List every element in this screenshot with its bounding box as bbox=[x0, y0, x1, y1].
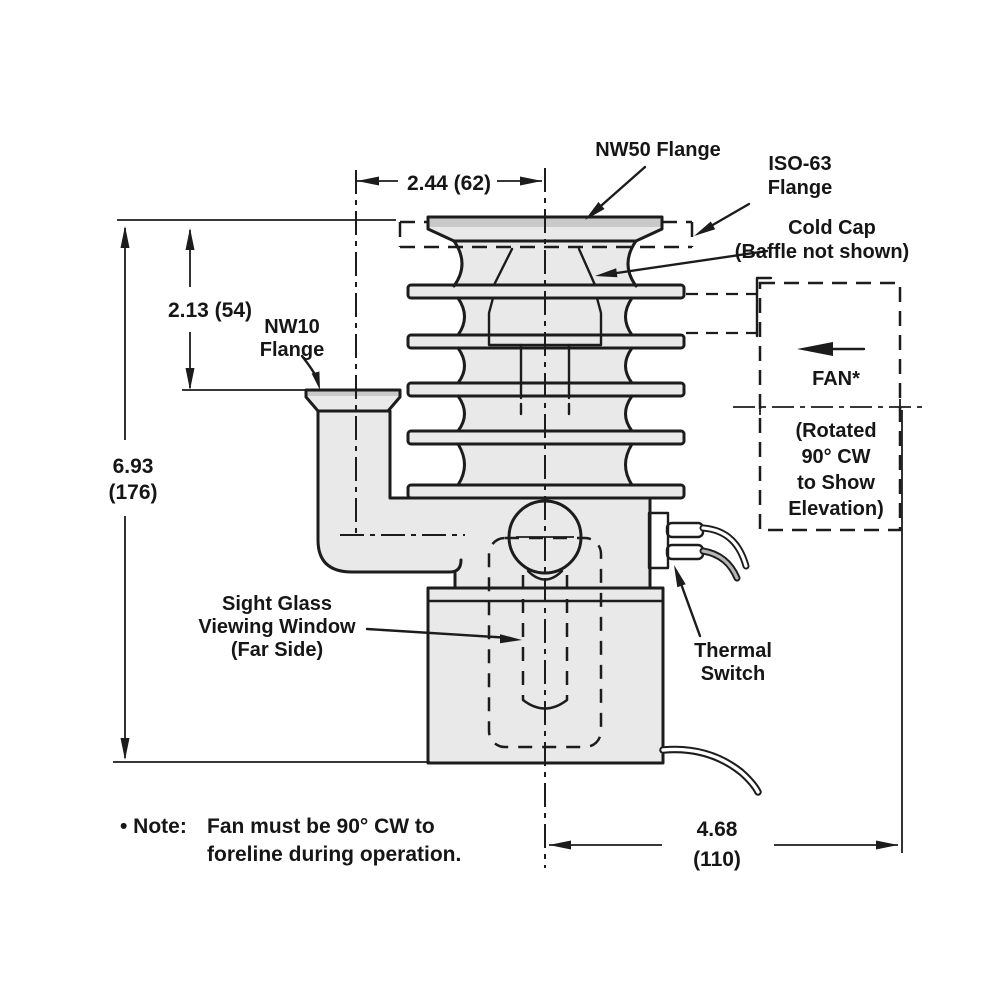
thermal-switch bbox=[647, 511, 750, 582]
dim-bottom-text-in: 4.68 bbox=[697, 818, 738, 841]
nw10-flange-outline bbox=[304, 388, 402, 413]
dim-mid-text: 2.13 (54) bbox=[168, 299, 252, 322]
neck-2 bbox=[456, 346, 634, 385]
iso63-phantom-flange bbox=[398, 220, 694, 249]
label-rotated-line1: (Rotated bbox=[795, 420, 876, 442]
label-sight-line3: (Far Side) bbox=[231, 639, 323, 661]
neck-1 bbox=[456, 296, 634, 337]
labels: NW50 Flange ISO-63 Flange Cold Cap (Baff… bbox=[198, 139, 909, 685]
thermal-terminal-bottom bbox=[665, 543, 705, 561]
label-thermal-line1: Thermal bbox=[694, 640, 772, 662]
dim-height-text-mm: (176) bbox=[108, 481, 157, 504]
label-iso63-line2: Flange bbox=[768, 177, 832, 199]
footnote: • Note: Fan must be 90° CW to foreline d… bbox=[120, 815, 461, 866]
dim-bottom-width: 4.68 (110) bbox=[549, 818, 898, 871]
label-rotated-line3: to Show bbox=[797, 472, 875, 494]
dim-top-text: 2.44 (62) bbox=[407, 172, 491, 195]
dim-top-offset: 2.44 (62) bbox=[357, 172, 542, 195]
dim-flange-to-foreline: 2.13 (54) bbox=[168, 228, 252, 390]
foreline-inner bbox=[388, 409, 457, 500]
label-nw10-line2: Flange bbox=[260, 339, 324, 361]
neck-0 bbox=[452, 239, 638, 288]
fan-duct-stub bbox=[755, 276, 773, 338]
label-nw50-flange: NW50 Flange bbox=[595, 139, 721, 161]
label-rotated-line2: 90° CW bbox=[801, 446, 870, 468]
label-rotated-line4: Elevation) bbox=[788, 498, 884, 520]
neck-3 bbox=[456, 394, 634, 433]
label-nw10-line1: NW10 bbox=[264, 316, 320, 338]
fan-direction-arrow bbox=[797, 342, 833, 356]
dim-height-text-in: 6.93 bbox=[113, 455, 154, 478]
label-sight-line1: Sight Glass bbox=[222, 593, 332, 615]
fan-phantom-view bbox=[686, 276, 922, 532]
label-cold-cap-line2: (Baffle not shown) bbox=[735, 241, 909, 263]
label-cold-cap-line1: Cold Cap bbox=[788, 217, 876, 239]
power-cord bbox=[659, 745, 762, 796]
dim-overall-height: 6.93 (176) bbox=[108, 226, 158, 760]
dimensions: 2.44 (62) 2.13 (54) 6.93 (176) 4.68 (110… bbox=[108, 172, 903, 871]
label-iso63-line1: ISO-63 bbox=[768, 153, 831, 175]
dim-bottom-text-mm: (110) bbox=[693, 848, 741, 871]
label-fan: FAN* bbox=[812, 368, 860, 390]
thermal-switch-bracket bbox=[647, 511, 670, 570]
label-sight-line2: Viewing Window bbox=[198, 616, 356, 638]
centerlines bbox=[340, 168, 546, 868]
neck-4 bbox=[456, 442, 634, 487]
thermal-terminal-top bbox=[665, 521, 705, 539]
wire-shaded bbox=[701, 549, 739, 580]
note-prefix: • Note: bbox=[120, 815, 187, 838]
leaders bbox=[300, 165, 769, 644]
note-line1: Fan must be 90° CW to bbox=[207, 815, 435, 838]
foreline-outer bbox=[316, 409, 463, 574]
label-thermal-line2: Switch bbox=[701, 663, 765, 685]
note-line2: foreline during operation. bbox=[207, 843, 461, 866]
